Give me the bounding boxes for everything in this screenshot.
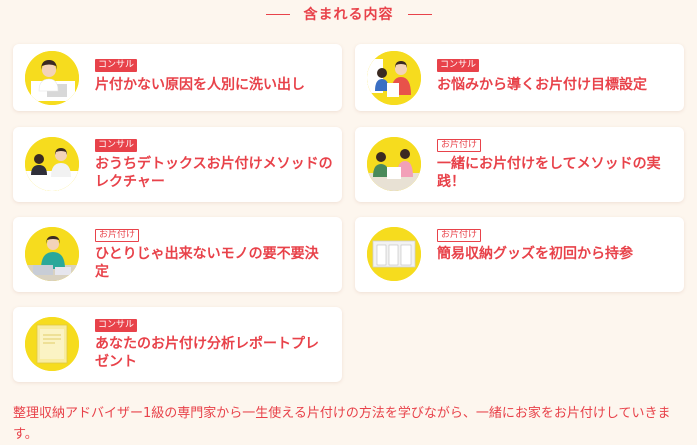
women-consulting-photo xyxy=(367,51,421,105)
content-card-7: コンサル あなたのお片付け分析レポートプレゼント xyxy=(13,307,342,382)
content-card-1: コンサル 片付かない原因を人別に洗い出し xyxy=(13,44,342,111)
woman-sorting-clothes-photo xyxy=(25,227,79,281)
content-card-6: お片付け 簡易収納グッズを初回から持参 xyxy=(355,217,684,292)
card-label: 簡易収納グッズを初回から持参 xyxy=(437,246,633,262)
report-document-photo xyxy=(25,317,79,371)
content-card-5: お片付け ひとりじゃ出来ないモノの要不要決定 xyxy=(13,217,342,292)
woman-at-laptop-photo xyxy=(25,51,79,105)
content-card-2: コンサル お悩みから導くお片付け目標設定 xyxy=(355,44,684,111)
card-label: おうちデトックスお片付けメソッドのレクチャー xyxy=(95,156,333,190)
category-badge: コンサル xyxy=(95,59,138,72)
title-right-rule xyxy=(407,13,432,15)
title-left-rule xyxy=(265,13,290,15)
storage-goods-photo xyxy=(367,227,421,281)
content-card-4: お片付け 一緒にお片付けをしてメソッドの実践！ xyxy=(355,127,684,202)
card-label: 片付かない原因を人別に洗い出し xyxy=(95,77,305,93)
category-badge: コンサル xyxy=(95,139,138,152)
category-badge: コンサル xyxy=(437,59,480,72)
women-talking-photo xyxy=(25,137,79,191)
category-badge: お片付け xyxy=(437,229,482,242)
category-badge: お片付け xyxy=(437,139,482,152)
category-badge: コンサル xyxy=(95,319,138,332)
card-label: あなたのお片付け分析レポートプレゼント xyxy=(95,336,319,370)
description-text: 整理収納アドバイザー1級の専門家から一生使える片付けの方法を学びながら、一緒にお… xyxy=(13,406,671,442)
content-card-3: コンサル おうちデトックスお片付けメソッドのレクチャー xyxy=(13,127,342,202)
card-label: ひとりじゃ出来ないモノの要不要決定 xyxy=(95,246,319,280)
section-header: 含まれる内容 xyxy=(0,2,697,26)
section-title: 含まれる内容 xyxy=(303,7,394,23)
category-badge: お片付け xyxy=(95,229,140,242)
women-tidying-photo xyxy=(367,137,421,191)
card-label: 一緒にお片付けをしてメソッドの実践！ xyxy=(437,156,661,190)
card-label: お悩みから導くお片付け目標設定 xyxy=(437,77,647,93)
